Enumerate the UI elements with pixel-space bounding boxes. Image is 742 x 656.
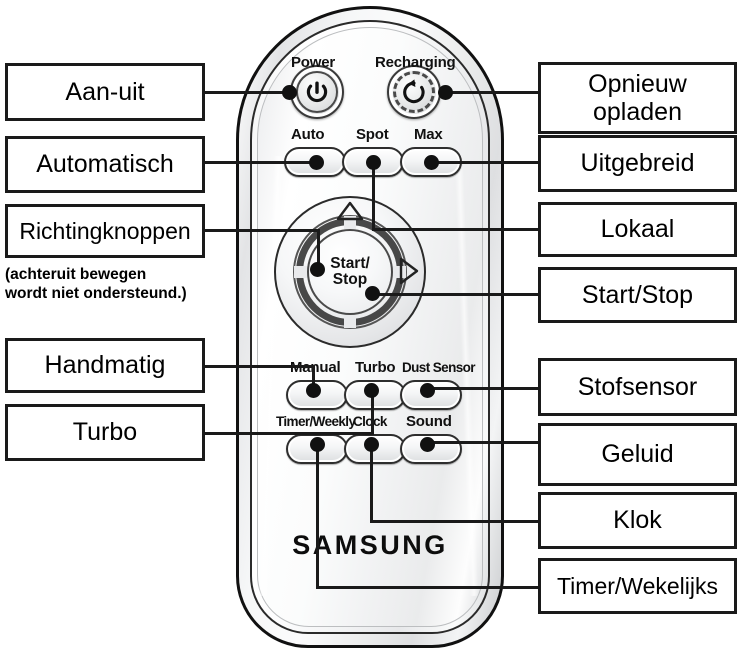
dpad-gap-right	[392, 266, 406, 278]
callout-turbo[interactable]: Turbo	[5, 404, 205, 461]
triangle-up-icon[interactable]	[335, 200, 365, 227]
button-label-spot: Spot	[356, 126, 389, 143]
callout-timer-wekelijks-label: Timer/Wekelijks	[556, 572, 718, 599]
callout-turbo-label: Turbo	[72, 418, 138, 447]
callout-lokaal-label: Lokaal	[600, 215, 675, 244]
callout-opnieuw-opladen[interactable]: Opnieuw opladen	[538, 62, 737, 134]
button-label-clock: Clock	[353, 414, 387, 429]
dot-max	[424, 155, 439, 170]
connector-spot-v	[372, 161, 375, 231]
connector-auto	[205, 161, 317, 164]
dot-power	[282, 85, 297, 100]
dot-startstop	[365, 286, 380, 301]
dpad-gap-left	[294, 266, 308, 278]
callout-opnieuw-opladen-line2: opladen	[593, 98, 682, 126]
callout-timer-wekelijks[interactable]: Timer/Wekelijks	[538, 558, 737, 614]
connector-manual-h	[205, 365, 315, 368]
connector-recharging	[444, 91, 540, 94]
button-label-power: Power	[291, 54, 336, 71]
callout-klok-label: Klok	[613, 506, 662, 535]
callout-aan-uit[interactable]: Aan-uit	[5, 63, 205, 121]
button-label-sound: Sound	[406, 413, 452, 430]
start-stop-label-line2: Stop	[332, 271, 368, 288]
callout-handmatig-label: Handmatig	[44, 351, 166, 380]
connector-startstop	[372, 293, 540, 296]
connector-timer-v	[316, 441, 319, 589]
connector-direction-h	[205, 229, 320, 232]
dot-turbo	[364, 383, 379, 398]
samsung-wordmark: SAMSUNG	[292, 530, 448, 560]
button-label-auto: Auto	[291, 126, 325, 143]
connector-clock-h	[370, 520, 540, 523]
callout-aan-uit-label: Aan-uit	[65, 77, 145, 106]
remote-control-illustration: Power Recharging Auto Spot Max	[236, 6, 504, 648]
callout-lokaal[interactable]: Lokaal	[538, 202, 737, 257]
start-stop-label-line1: Start/	[330, 254, 370, 272]
callout-geluid[interactable]: Geluid	[538, 423, 737, 486]
connector-power	[205, 91, 291, 94]
recharging-button[interactable]	[387, 65, 441, 119]
callout-automatisch[interactable]: Automatisch	[5, 136, 205, 193]
connector-sound	[426, 441, 540, 444]
callout-richtingknoppen[interactable]: Richtingknoppen	[5, 204, 205, 258]
dot-auto	[309, 155, 324, 170]
direction-note-line1: (achteruit bewegen	[5, 266, 147, 283]
dot-spot	[366, 155, 381, 170]
connector-max	[430, 161, 540, 164]
circular-arrow-icon	[389, 67, 439, 117]
callout-start-stop[interactable]: Start/Stop	[538, 267, 737, 323]
dot-sound	[420, 437, 435, 452]
dot-timer	[310, 437, 325, 452]
callout-handmatig[interactable]: Handmatig	[5, 338, 205, 393]
connector-direction-v	[317, 229, 320, 271]
dot-manual	[306, 383, 321, 398]
callout-automatisch-label: Automatisch	[36, 150, 174, 179]
callout-uitgebreid[interactable]: Uitgebreid	[538, 135, 737, 192]
connector-manual-v	[312, 365, 315, 391]
connector-spot-h	[372, 228, 540, 231]
callout-start-stop-label: Start/Stop	[581, 280, 694, 309]
callout-uitgebreid-label: Uitgebreid	[580, 149, 695, 178]
callout-richtingknoppen-label: Richtingknoppen	[19, 217, 191, 244]
direction-note: (achteruit bewegen wordt niet ondersteun…	[5, 266, 215, 304]
callout-klok[interactable]: Klok	[538, 492, 737, 549]
dot-dustsensor	[420, 383, 435, 398]
button-label-max: Max	[414, 126, 443, 143]
button-label-manual: Manual	[290, 359, 341, 376]
callout-stofsensor-label: Stofsensor	[577, 372, 698, 401]
connector-turbo-v	[371, 388, 374, 434]
button-label-dust-sensor: Dust Sensor	[402, 360, 476, 375]
power-button[interactable]	[290, 65, 344, 119]
dpad-gap-bottom	[344, 314, 356, 328]
connector-dustsensor	[426, 387, 540, 390]
button-label-timer-weekly: Timer/Weekly	[276, 414, 356, 429]
callout-stofsensor[interactable]: Stofsensor	[538, 358, 737, 416]
connector-clock-v	[370, 441, 373, 523]
button-label-recharging: Recharging	[375, 54, 456, 71]
power-symbol-icon	[292, 67, 342, 117]
direction-pad[interactable]: Start/ Stop	[274, 196, 426, 348]
callout-opnieuw-opladen-line1: Opnieuw	[588, 70, 687, 98]
triangle-right-icon[interactable]	[396, 256, 420, 291]
dot-recharging	[438, 85, 453, 100]
dot-clock	[364, 437, 379, 452]
callout-geluid-label: Geluid	[601, 440, 674, 469]
dot-direction	[310, 262, 325, 277]
direction-note-line2: wordt niet ondersteund.)	[5, 284, 187, 302]
connector-timer-h	[316, 586, 540, 589]
connector-turbo-h	[205, 432, 374, 435]
button-label-turbo: Turbo	[355, 359, 396, 376]
